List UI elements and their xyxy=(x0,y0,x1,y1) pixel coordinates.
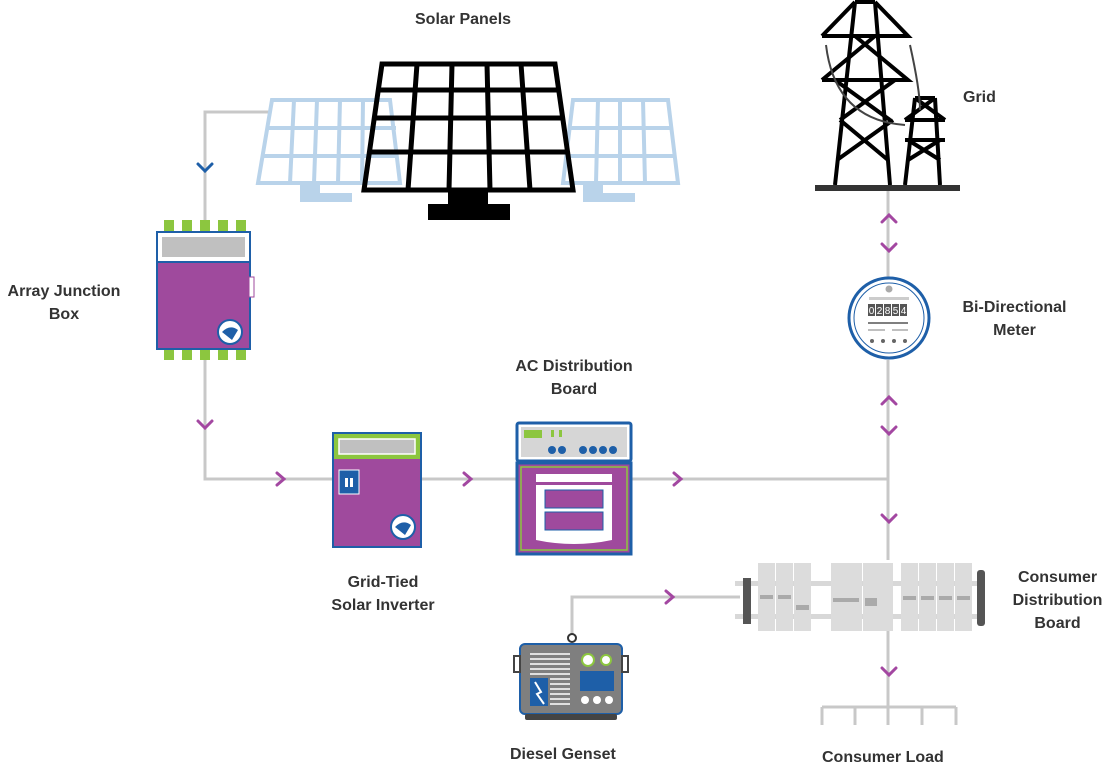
meter-digit-box xyxy=(868,304,875,316)
grid-tied-inverter-icon xyxy=(332,432,422,548)
label-junction-line1: Array Junction xyxy=(7,283,121,300)
meter-digit: 0 xyxy=(869,306,875,317)
arrow-down-purple xyxy=(880,242,898,254)
arrow-right-purple xyxy=(462,471,474,487)
arrow-up-purple xyxy=(880,394,898,406)
line-genset-to-cdb xyxy=(570,595,740,635)
grid-towers-icon xyxy=(815,0,960,191)
meter-digit: 4 xyxy=(901,306,907,317)
line-junction-to-inverter xyxy=(203,360,333,481)
label-junction-box: Array Junction Box xyxy=(0,280,128,326)
arrow-down-purple xyxy=(880,425,898,437)
meter-digit: 5 xyxy=(893,306,899,317)
label-genset: Diesel Genset xyxy=(510,746,616,763)
label-meter: Bi-Directional Meter xyxy=(952,296,1077,342)
meter-digit-box xyxy=(900,304,907,316)
label-load: Consumer Load xyxy=(822,749,944,766)
arrow-down-purple xyxy=(196,419,214,431)
label-inverter-line2: Solar Inverter xyxy=(331,597,435,614)
arrow-down-purple xyxy=(880,666,898,678)
label-acdb-line1: AC Distribution xyxy=(515,358,633,375)
meter-digit-box xyxy=(876,304,883,316)
arrow-up-purple xyxy=(880,212,898,224)
label-acdb: AC Distribution Board xyxy=(504,355,644,401)
consumer-distribution-board-icon xyxy=(735,563,985,631)
label-cdb: Consumer Distribution Board xyxy=(1000,566,1110,635)
load-branches xyxy=(820,705,958,725)
meter-digit-box xyxy=(884,304,891,316)
arrow-right-purple xyxy=(275,471,287,487)
diesel-genset-icon xyxy=(513,633,629,720)
arrow-right-purple xyxy=(664,589,676,605)
arrow-down-blue xyxy=(196,162,214,174)
label-inverter-line1: Grid-Tied xyxy=(347,574,419,591)
arrow-right-purple xyxy=(672,471,684,487)
label-inverter: Grid-Tied Solar Inverter xyxy=(318,571,448,617)
label-junction-line2: Box xyxy=(48,306,80,323)
label-solar-panels: Solar Panels xyxy=(415,11,512,28)
label-meter-line1: Bi-Directional xyxy=(962,299,1067,316)
line-panels-to-junction xyxy=(203,110,270,232)
solar-panels-icon xyxy=(255,61,681,220)
label-cdb-line1: Consumer xyxy=(1017,569,1098,586)
arrow-down-purple xyxy=(880,513,898,525)
label-meter-line2: Meter xyxy=(993,322,1036,339)
meter-digit: 8 xyxy=(885,306,891,317)
ac-distribution-board-icon xyxy=(515,421,633,556)
label-acdb-line2: Board xyxy=(550,381,598,398)
label-cdb-line2: Distribution xyxy=(1012,592,1103,609)
array-junction-box-icon xyxy=(156,220,255,360)
connection-lines xyxy=(203,110,958,725)
meter-digit: 2 xyxy=(877,306,883,317)
label-grid: Grid xyxy=(963,89,996,106)
label-cdb-line3: Board xyxy=(1034,615,1081,632)
meter-digit-box xyxy=(892,304,899,316)
